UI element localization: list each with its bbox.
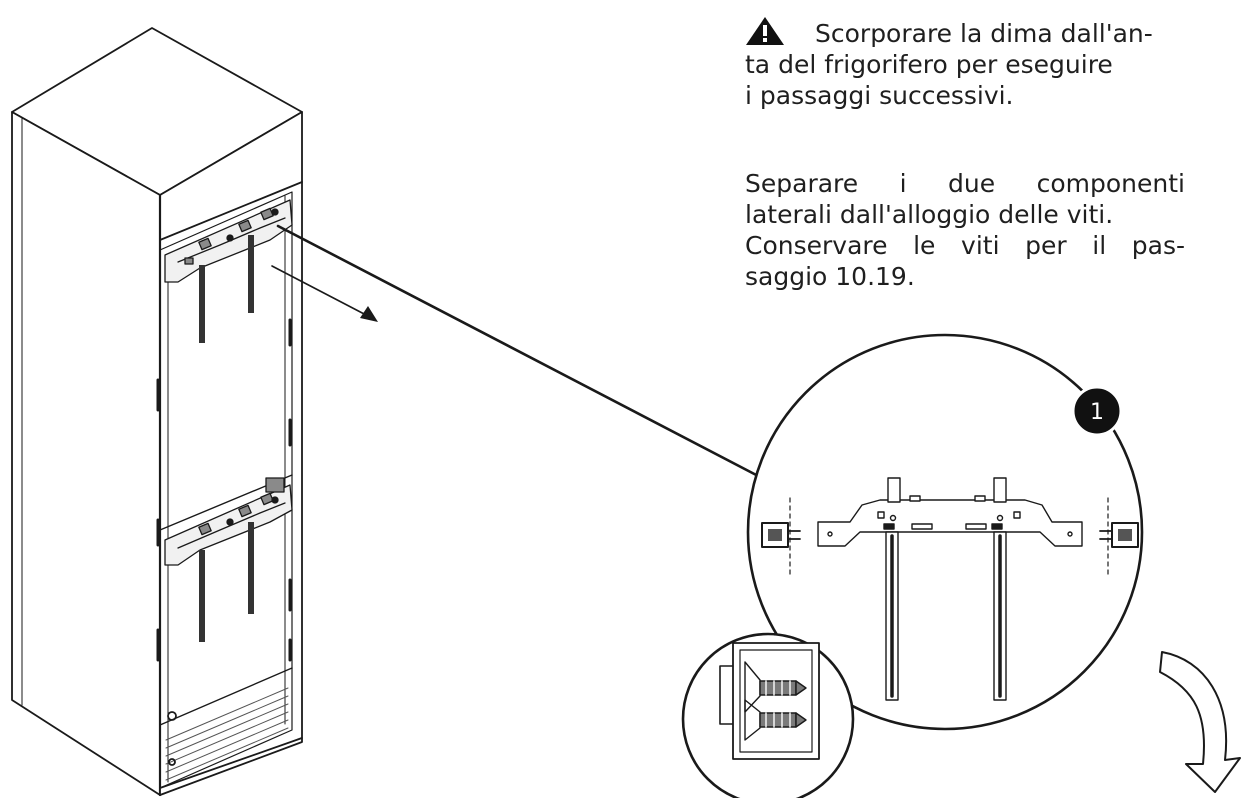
template-rods [885,531,1007,701]
instruction-line-3: Conservare le viti per il pas- [745,231,1185,260]
warning-line-1: Scorporare la dima dall'an- [815,19,1153,48]
detail-view [746,333,1144,731]
screw-housing-detail [681,632,855,798]
instruction-line-2: laterali dall'alloggio delle viti. [745,200,1114,229]
warning-line-2: ta del frigorifero per eseguire [745,50,1113,79]
instruction-line-4: saggio 10.19. [745,262,915,291]
curved-arrow-down-icon [1159,651,1241,793]
plinth-grille [165,687,289,781]
cabinet-side [11,111,161,796]
warning-triangle-icon [746,17,784,45]
left-lateral-component [761,522,801,548]
warning-line-3: i passaggi successivi. [745,81,1014,110]
lower-screw [744,699,807,741]
right-lateral-component [1099,522,1139,548]
removal-arrow [271,265,378,322]
step-number: 1 [1090,400,1104,425]
lower-bracket [164,477,293,566]
warning-note: Scorporare la dima dall'an- ta del frigo… [745,16,1185,111]
template-bracket [817,477,1083,547]
callout-leader-line [276,224,764,480]
instruction-note: Separare i due componenti laterali dall'… [745,168,1185,292]
step-badge [1071,385,1123,437]
instruction-line-1: Separare i due componenti [745,169,1185,198]
upper-bracket [164,199,293,283]
cabinet-drawing [11,27,303,797]
upper-screw [744,661,807,713]
